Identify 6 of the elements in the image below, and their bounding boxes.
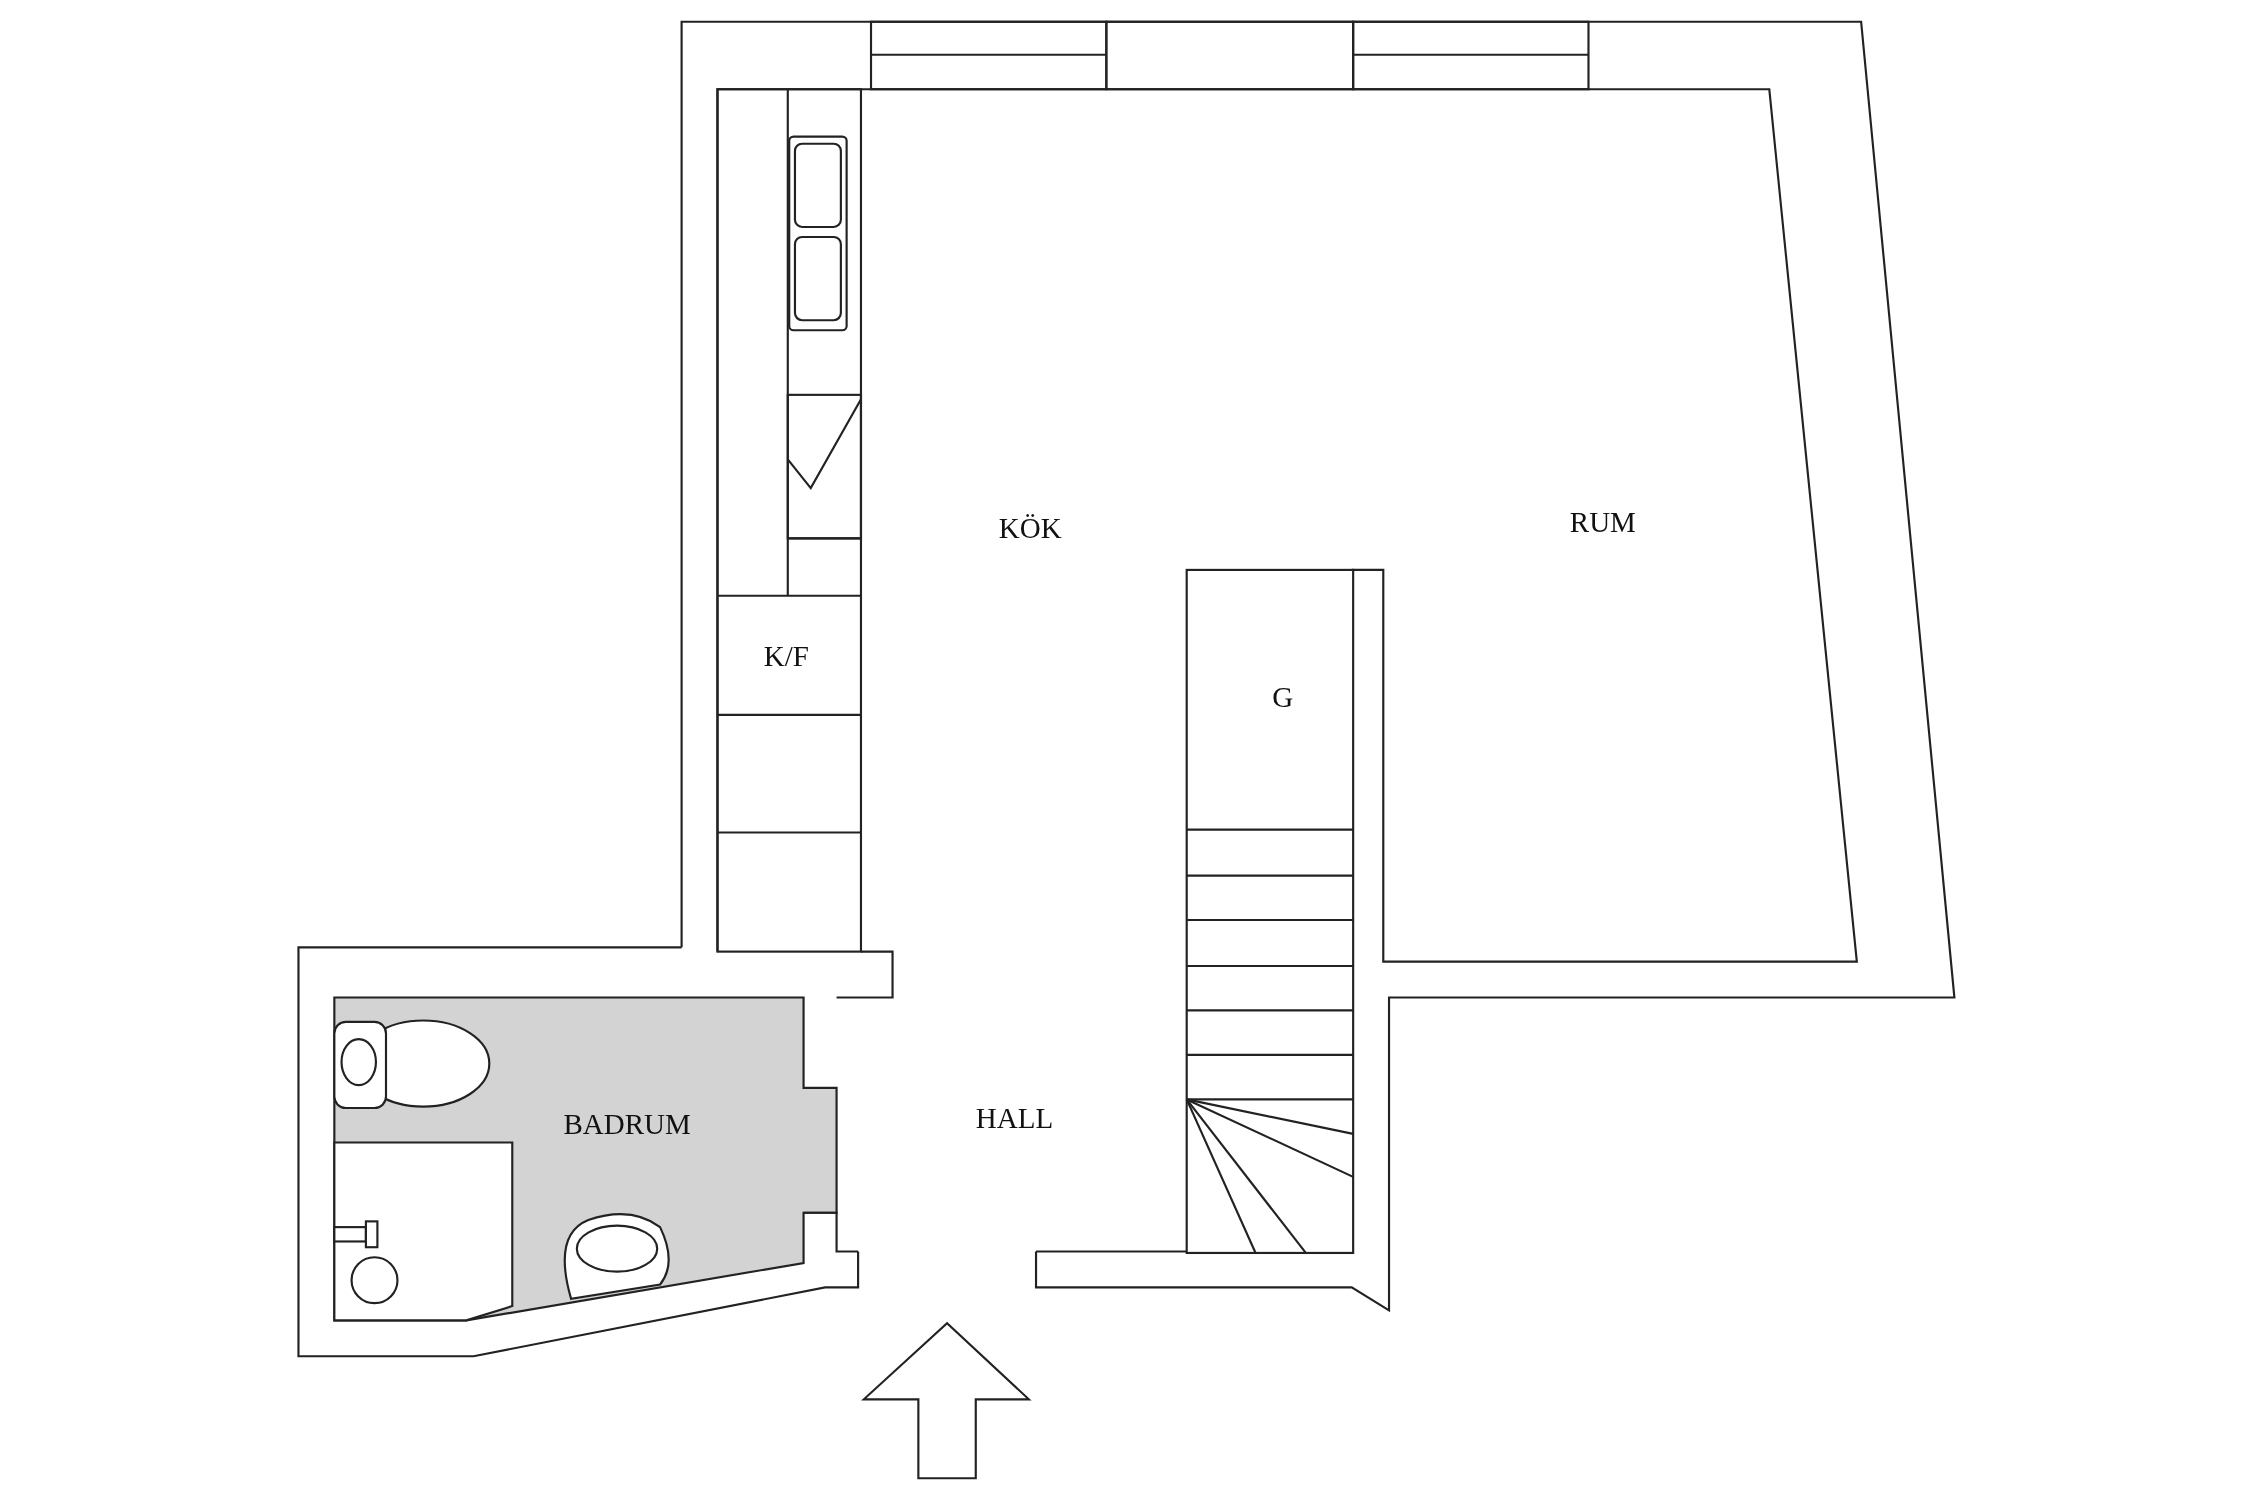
room-label: BADRUM: [563, 1107, 691, 1141]
room-label: RUM: [1569, 505, 1636, 539]
room-label: HALL: [975, 1101, 1054, 1135]
room-label: K/F: [763, 639, 809, 673]
room-label: G: [1272, 680, 1294, 714]
room-label: KÖK: [998, 511, 1062, 545]
